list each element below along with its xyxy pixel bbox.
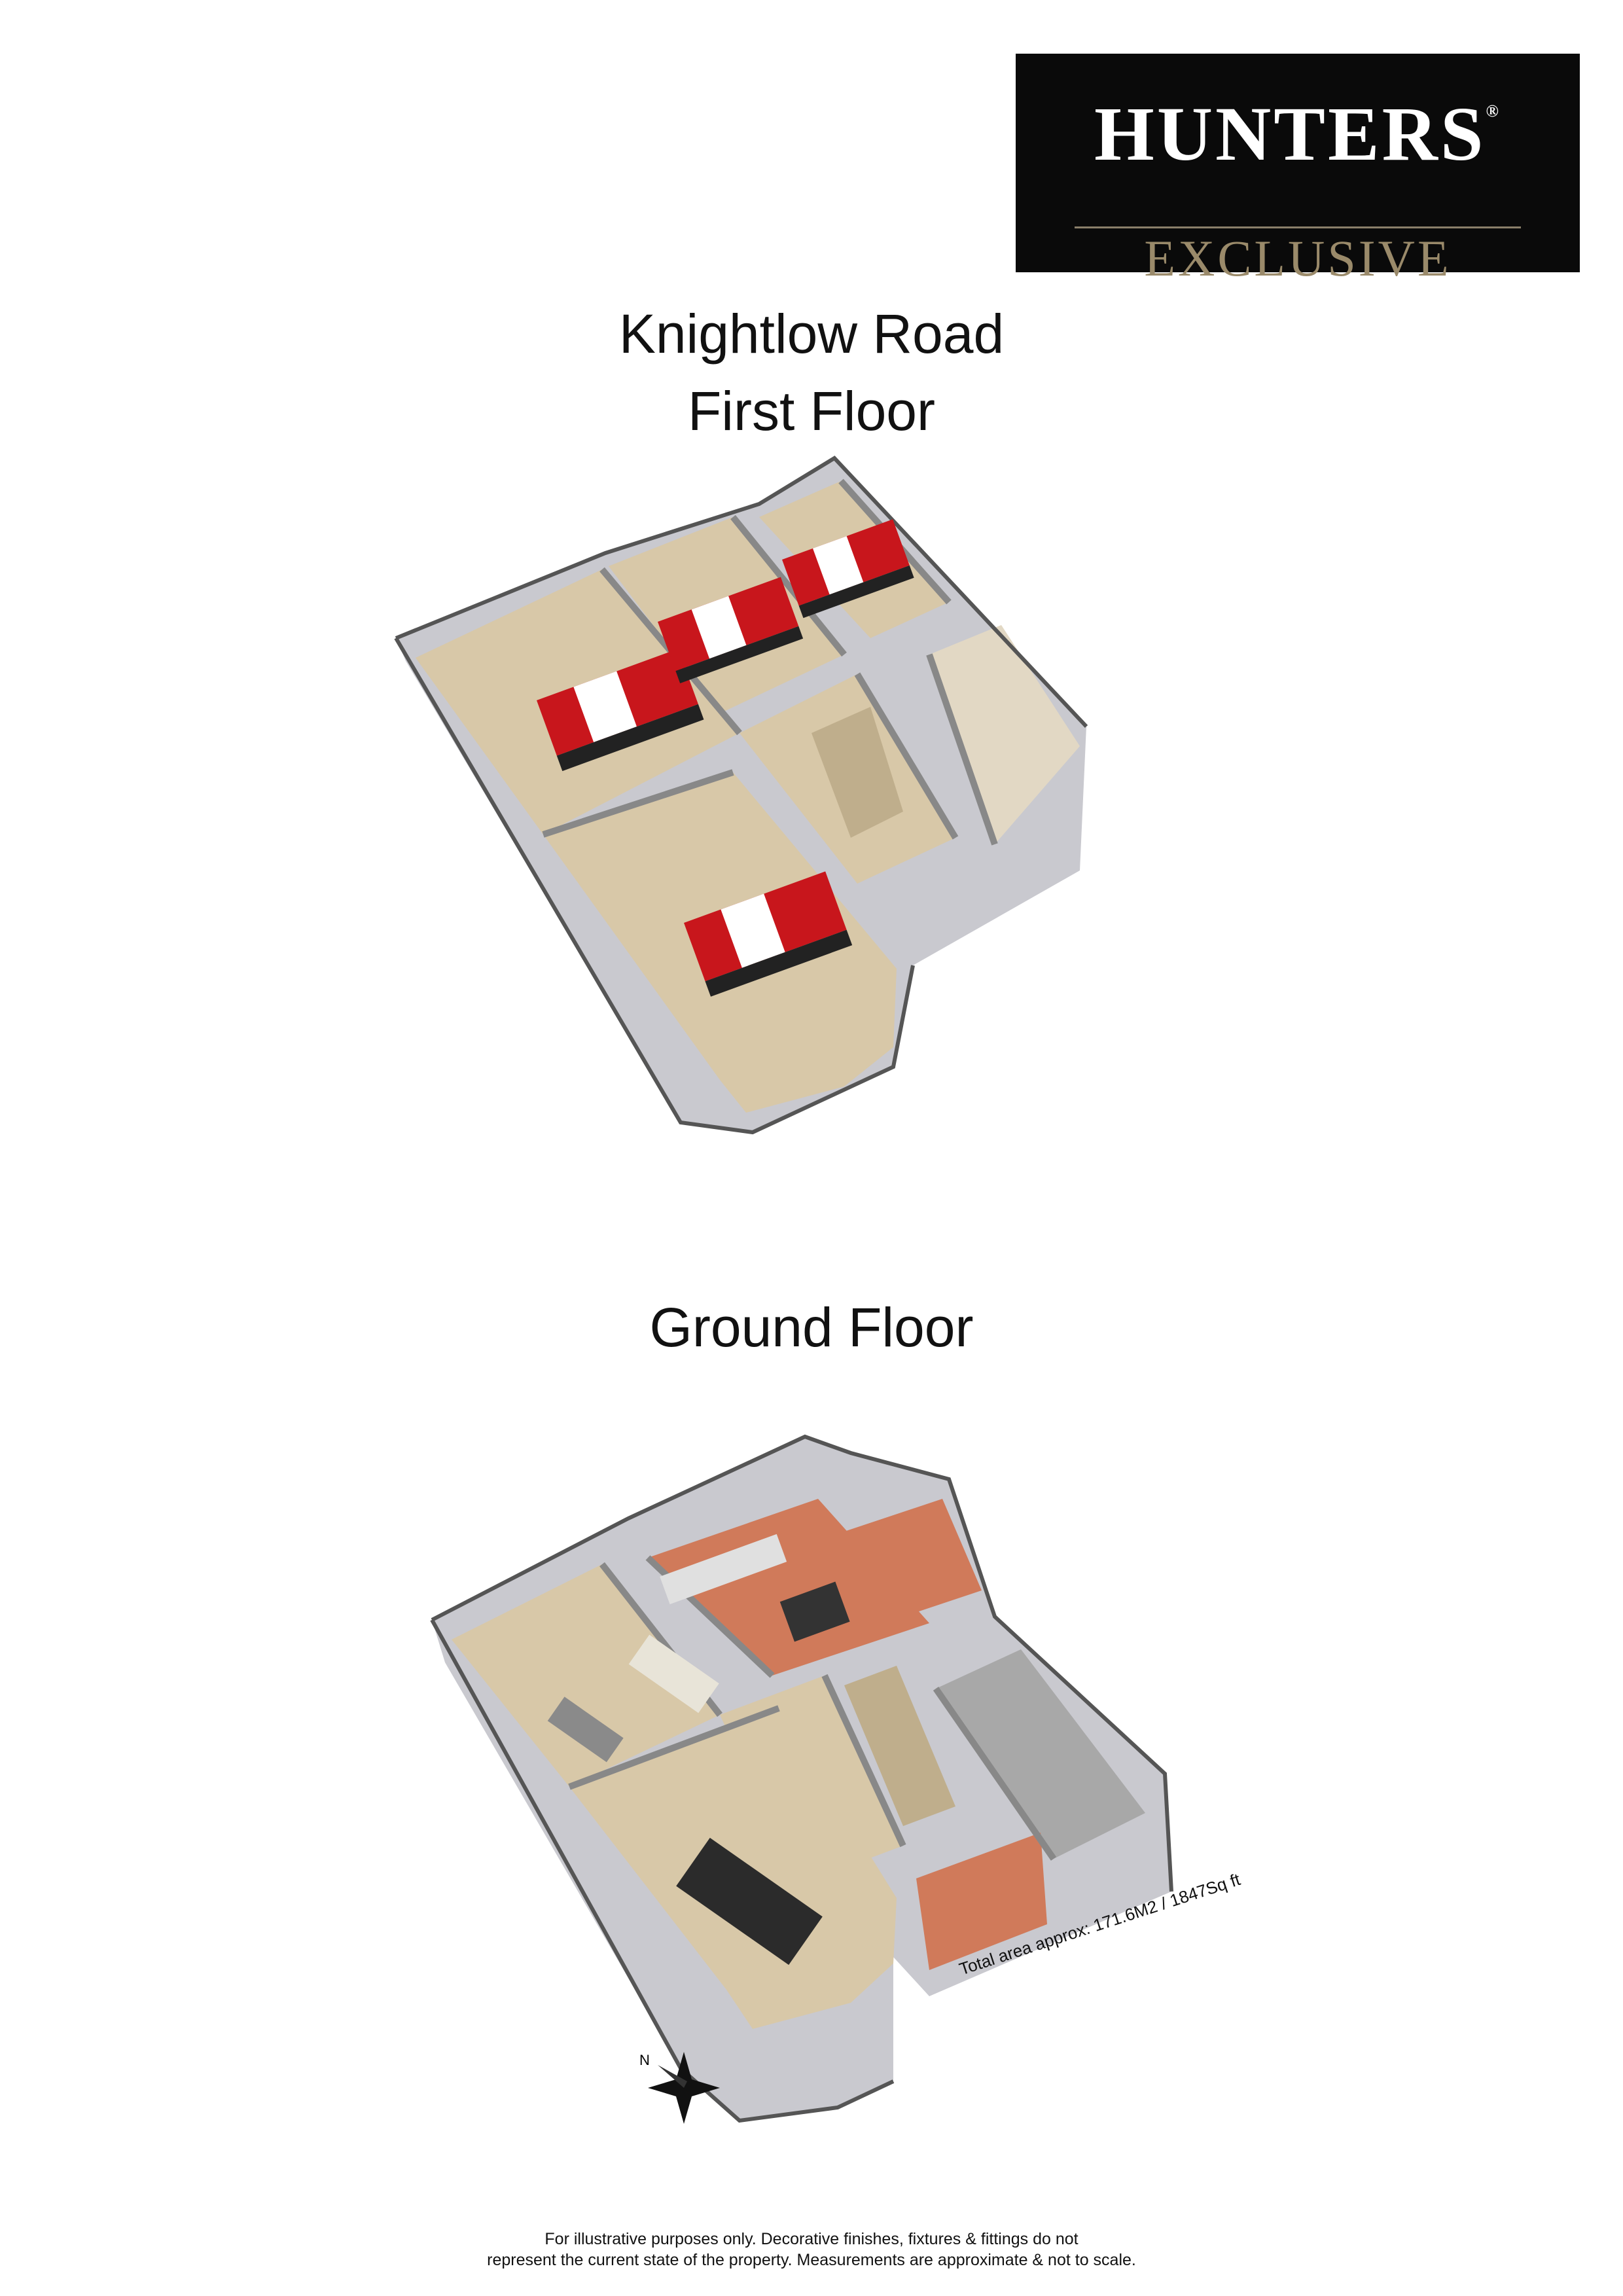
hunters-exclusive-logo: HUNTERS® EXCLUSIVE (1016, 54, 1580, 287)
first-floor-stairs (812, 707, 903, 838)
disclaimer-line-1: For illustrative purposes only. Decorati… (544, 2230, 1079, 2248)
logo-divider (1075, 226, 1521, 228)
first-floor-beds (537, 519, 914, 997)
compass-rose-icon: N (639, 2052, 720, 2124)
porch-floor (916, 1833, 1047, 1970)
utility-floor (844, 1499, 982, 1617)
bed-icon (782, 519, 914, 619)
disclaimer-line-2: represent the current state of the prope… (487, 2251, 1136, 2269)
ground-floor-title: Ground Floor (649, 1297, 974, 1358)
bed-icon (658, 577, 804, 683)
ground-floor-stairs (844, 1666, 955, 1826)
compass-north-label: N (639, 2052, 650, 2068)
garage-floor (936, 1649, 1145, 1859)
coffee-table-icon (547, 1696, 624, 1763)
logo-subtitle: EXCLUSIVE (1144, 230, 1452, 287)
logo-registered-mark: ® (1486, 101, 1501, 120)
first-floor-title: First Floor (688, 380, 935, 442)
property-name: Knightlow Road (618, 303, 1005, 365)
bed-icon (684, 871, 853, 997)
logo-brand: HUNTERS (1094, 91, 1486, 177)
disclaimer: For illustrative purposes only. Decorati… (0, 2229, 1623, 2270)
kitchen-floor (648, 1499, 929, 1676)
dining-table-icon (676, 1837, 823, 1965)
ground-floor-furniture (547, 1534, 850, 1965)
bed-icon (537, 649, 704, 772)
kitchen-table-icon (779, 1581, 850, 1642)
ground-floor-walls (430, 1434, 1173, 2123)
sofa-icon (628, 1634, 719, 1713)
living-room-floor (452, 1564, 720, 1787)
bathroom-floor (929, 625, 1080, 844)
kitchen-units-icon (660, 1534, 787, 1605)
